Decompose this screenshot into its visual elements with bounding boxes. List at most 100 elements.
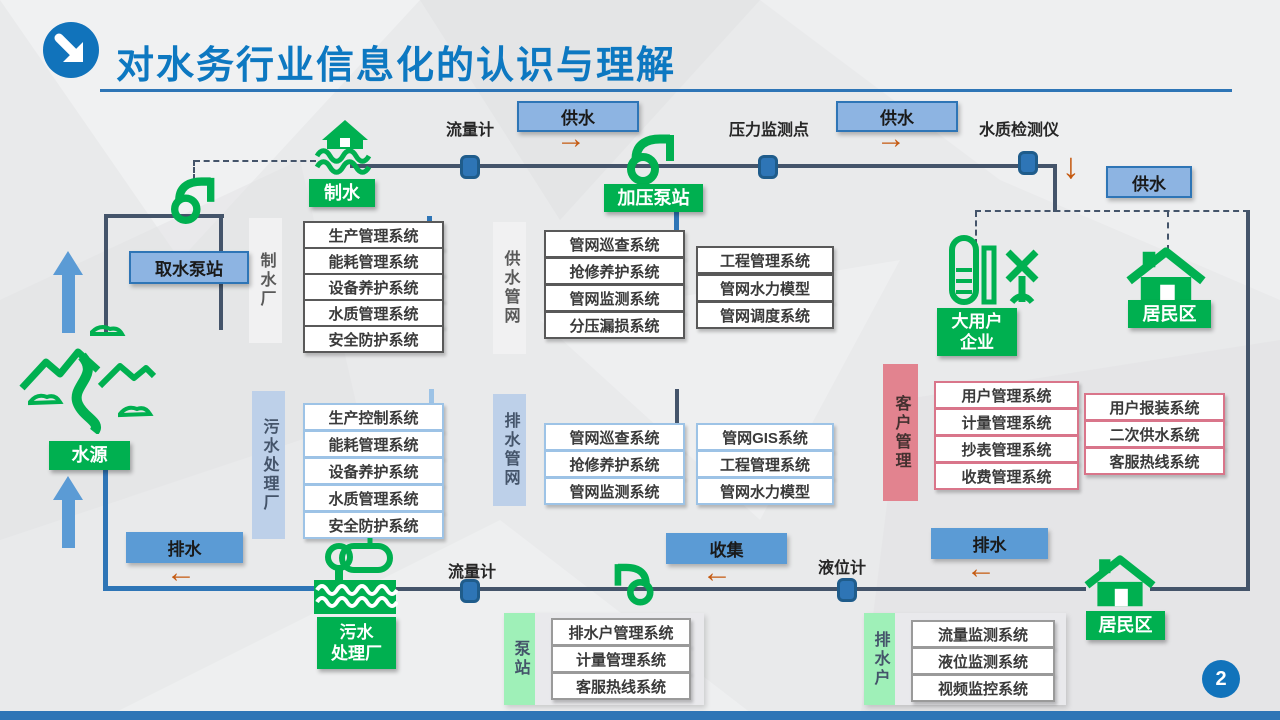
system-box: 管网GIS系统 [696, 423, 834, 451]
arrow-left-icon: ← [966, 552, 996, 585]
flow-meter-node-bottom [460, 579, 480, 603]
sewage-plant-tag: 污水 处理厂 [317, 617, 396, 669]
group-label-drain-network: 排水管网 [493, 394, 526, 506]
system-box: 水质管理系统 [303, 484, 444, 512]
group-label-supply-network: 供水管网 [493, 222, 526, 354]
group-label-sewage-plant: 污水处理厂 [252, 391, 285, 539]
collection-pump-icon [614, 563, 654, 606]
water-production-tag: 制水 [309, 179, 375, 207]
footer-accent-bar [0, 711, 1280, 720]
flow-meter-node-top [460, 155, 480, 179]
pipe-top-main [350, 164, 1057, 168]
pipe-left-upper [104, 214, 108, 336]
system-box: 管网调度系统 [696, 301, 834, 329]
pipe-bottom-main [396, 587, 1086, 591]
system-box: 设备养护系统 [303, 273, 444, 301]
system-box: 抢修养护系统 [544, 257, 685, 285]
system-box: 排水户管理系统 [551, 618, 691, 646]
system-box: 抢修养护系统 [544, 450, 685, 478]
flow-meter-label-bottom: 流量计 [448, 564, 497, 581]
residential-tag-bottom: 居民区 [1086, 611, 1165, 640]
flow-up-arrow-icon [53, 476, 83, 548]
pipe-bottom-right [1150, 587, 1250, 591]
system-box: 流量监测系统 [911, 620, 1055, 648]
water-source-icon [19, 325, 157, 434]
system-box: 管网监测系统 [544, 284, 685, 312]
header-bullet-arrow-icon [43, 22, 99, 78]
pipe-right-vertical [1246, 210, 1250, 590]
group-label-drain-user: 排水户 [864, 613, 895, 705]
system-box: 管网水力模型 [696, 477, 834, 505]
system-box: 能耗管理系统 [303, 430, 444, 458]
collect-tag: 收集 [666, 533, 787, 564]
system-box: 抄表管理系统 [934, 435, 1079, 463]
pipe-left-lower-blue [103, 470, 108, 590]
arrow-left-icon: ← [166, 556, 196, 589]
title-underline [100, 89, 1232, 92]
system-box: 设备养护系统 [303, 457, 444, 485]
pressure-point-label: 压力监测点 [729, 122, 810, 139]
quality-detector-label: 水质检测仪 [979, 122, 1060, 139]
arrow-left-icon: ← [702, 556, 732, 589]
system-box: 安全防护系统 [303, 325, 444, 353]
system-box: 能耗管理系统 [303, 247, 444, 275]
pressure-pump-icon [627, 134, 674, 185]
system-box: 生产控制系统 [303, 403, 444, 431]
flow-up-arrow-icon [53, 251, 83, 333]
level-meter-label: 液位计 [818, 560, 867, 577]
system-box: 视频监控系统 [911, 674, 1055, 702]
system-box: 液位监测系统 [911, 647, 1055, 675]
page-title: 对水务行业信息化的认识与理解 [116, 45, 677, 87]
page-number-badge: 2 [1202, 660, 1240, 698]
intake-pump-icon [171, 177, 215, 224]
system-box: 管网监测系统 [544, 477, 685, 505]
group-label-customer: 客户管理 [883, 364, 918, 501]
residential-house-icon [1126, 247, 1206, 305]
supply-tag-3: 供水 [1106, 166, 1192, 198]
system-box: 二次供水系统 [1084, 420, 1225, 448]
system-box: 工程管理系统 [696, 450, 834, 478]
water-production-plant-icon [314, 120, 372, 175]
system-box: 用户报装系统 [1084, 393, 1225, 421]
level-meter-node [837, 578, 857, 602]
connector-tick-drain-network [675, 389, 679, 425]
pressure-station-tag: 加压泵站 [604, 184, 703, 212]
pipe-intake-horizontal [106, 214, 224, 218]
dashed-pipe-intake-up [193, 160, 195, 180]
quality-detector-node [1018, 151, 1038, 175]
system-box: 工程管理系统 [696, 246, 834, 274]
flow-meter-label-top: 流量计 [446, 122, 495, 139]
supply-tag-1: 供水 [517, 101, 639, 132]
system-box: 客服热线系统 [551, 672, 691, 700]
system-box: 计量管理系统 [551, 645, 691, 673]
intake-station-tag: 取水泵站 [129, 251, 249, 284]
arrow-right-icon: → [876, 122, 906, 155]
arrow-right-icon: → [556, 122, 586, 155]
dashed-pipe-intake-to-plant [194, 160, 316, 162]
system-box: 分压漏损系统 [544, 311, 685, 339]
system-box: 计量管理系统 [934, 408, 1079, 436]
arrow-down-icon: ↓ [1062, 145, 1080, 186]
dashed-pipe-distribution [975, 210, 1249, 212]
group-label-water-plant: 制水厂 [249, 218, 282, 343]
dashed-drop-big-user [975, 211, 977, 245]
drainage-tag-left: 排水 [126, 532, 243, 563]
pipe-bottom-blue [103, 586, 318, 591]
pressure-point-node [758, 155, 778, 179]
system-box: 管网巡查系统 [544, 230, 685, 258]
residential-house-icon-bottom [1084, 555, 1156, 607]
system-box: 用户管理系统 [934, 381, 1079, 409]
residential-tag-top: 居民区 [1128, 300, 1211, 328]
system-box: 生产管理系统 [303, 221, 444, 249]
drainage-tag-right: 排水 [931, 528, 1048, 559]
system-box: 管网巡查系统 [544, 423, 685, 451]
sewage-plant-icon [314, 538, 398, 614]
dashed-drop-residential [1167, 211, 1169, 251]
system-box: 收费管理系统 [934, 462, 1079, 490]
system-box: 管网水力模型 [696, 274, 834, 302]
water-source-tag: 水源 [49, 441, 130, 470]
big-user-tag: 大用户 企业 [937, 308, 1017, 356]
group-label-pump-station: 泵站 [504, 613, 535, 705]
system-box: 客服热线系统 [1084, 447, 1225, 475]
